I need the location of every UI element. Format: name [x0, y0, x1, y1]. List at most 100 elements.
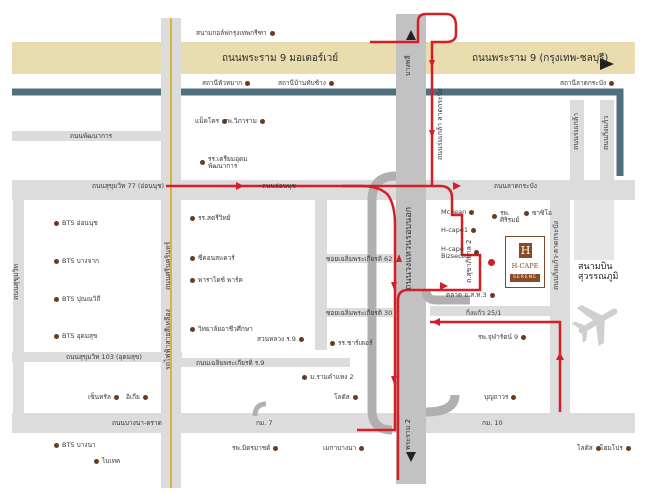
arrow-north-5 [556, 352, 564, 360]
poi-bts-onnut: BTS อ่อนนุช [54, 220, 98, 227]
label-kingkaew: ถนนกิ่งแก้ว [602, 115, 610, 150]
road-sukhumvit [13, 200, 24, 430]
poi-dot [298, 336, 304, 342]
poi-dot [595, 445, 601, 451]
road-phatthanakan [12, 131, 162, 141]
label-onnut: ถนนอ่อนนุช [262, 182, 296, 190]
poi-bts-udomsuk: BTS อุดมสุข [54, 333, 97, 340]
poi-triam: รร.เตรียมอุดมพัฒนาการ [200, 156, 248, 169]
arrow-kanchana-south [406, 452, 416, 462]
label-romklao: ถนนร่มเกล้า [572, 112, 580, 150]
arrow-south-4 [391, 376, 397, 384]
label-soi62: ซอยเฉลิมพระเกียรติ 62 [326, 255, 393, 263]
poi-dot [359, 445, 365, 451]
interchange-loop-west [367, 171, 397, 435]
poi-dot [469, 209, 475, 215]
route-from-bangna [430, 320, 562, 412]
h-letter-icon: H [519, 243, 532, 258]
poi-dot [489, 292, 495, 298]
arrow-south-2 [429, 130, 435, 138]
poi-golf: สนามกอล์ฟกรุงเทพกรีฑา [196, 30, 275, 37]
poi-chaokhun: รพ.จุฬารัตน์ 9 [478, 334, 527, 341]
label-bangphli: บางพลี [404, 55, 412, 76]
poi-dot [521, 334, 527, 340]
airplane-icon [571, 304, 618, 347]
arrow-east-2 [453, 182, 461, 190]
label-bangna-trad: ถนนบางนา-ตราด [112, 419, 162, 427]
poi-dot [473, 250, 479, 255]
poi-dot [352, 394, 358, 400]
poi-paradise: พาราไดซ์ พาร์ค [190, 277, 243, 284]
label-phatthanakan: ถนนพัฒนาการ [70, 132, 113, 140]
poi-bitec: ไบเทค [94, 458, 120, 465]
poi-vibharam: รพ.วิภาราม [224, 118, 265, 125]
poi-bts-bangna: BTS บางนา [54, 442, 96, 449]
arrow-south-1 [429, 60, 435, 68]
poi-sattrisri: รร.สตรีวิทย์ [190, 215, 230, 222]
label-rama2: พระราม 2 [404, 418, 412, 450]
airport-label: สนามบินสุวรรณภูมิ [578, 262, 619, 283]
poi-dot [190, 215, 195, 221]
poi-dot [54, 333, 59, 339]
poi-mega: เมกาบางนา [323, 445, 365, 452]
arrow-south-3 [391, 282, 397, 290]
poi-dot [492, 214, 497, 219]
label-km7: กม. 7 [256, 419, 273, 427]
poi-hcape1: H-cape1 [441, 227, 477, 234]
station-dot [245, 80, 251, 86]
poi-dot [269, 30, 275, 36]
label-km10: กม. 10 [482, 419, 503, 427]
km7-ramp [252, 401, 267, 417]
poi-mcjean: Mc Jean [441, 209, 475, 216]
station-latkrabang: สถานีลาดกระบัง [560, 80, 615, 87]
poi-dot [54, 258, 59, 264]
poi-central-park: ซีคอนสแควร์ [190, 255, 235, 262]
label-sukhumvit77: ถนนสุขุมวิท 77 (อ่อนนุช) [92, 182, 165, 190]
station-dot [328, 80, 334, 86]
poi-boonthavorn: บุญถาวร [484, 394, 517, 401]
poi-dot [222, 118, 228, 124]
poi-lotus: โลตัส [334, 394, 358, 401]
poi-dot [94, 458, 99, 464]
poi-ramkhamhaeng2: ม.รามคำแหง 2 [302, 374, 354, 381]
poi-dot [54, 442, 59, 448]
poi-dot [259, 118, 265, 124]
label-railway: รถไฟฟ้าสายสีเหลือง [164, 309, 172, 370]
arrow-west-6 [432, 318, 440, 326]
road-kingkaew25 [430, 306, 555, 316]
arrow-north-7 [396, 254, 402, 262]
poi-bts-punnawithi: BTS ปุณณวิถี [54, 296, 100, 303]
poi-dot [625, 445, 631, 451]
poi-watcharee: ซาซิโอ [524, 210, 552, 217]
label-kingkaew25: กิ่งแก้ว 25/1 [466, 309, 502, 317]
poi-siriraj: รพ.ศิริรมย์ [492, 210, 519, 223]
poi-suanluang: สวนหลวง ร.9 [257, 336, 304, 343]
poi-dot [524, 210, 529, 216]
label-kanchanaphisek: ถนนวงแหวนรอบนอก [404, 206, 414, 290]
arrow-rama9-east [600, 58, 614, 70]
label-rama9: ถนนพระราม 9 (กรุงเทพ-ชลบุรี) [472, 53, 609, 64]
road-kingkaew [550, 200, 570, 415]
poi-paolo: รพ.มิตรมาชต์ [232, 445, 279, 452]
arrow-east-1 [236, 182, 244, 190]
arrow-east-8 [440, 282, 448, 290]
label-soi-latkrabang: ถนนร่มเกล้า ลาดกระบัง [436, 88, 444, 160]
poi-dot [190, 255, 195, 261]
label-sukhumvit: ถนนสุขุมวิท [12, 263, 20, 300]
hotel-logo[interactable]: H H-CAPE SERENE [505, 236, 545, 288]
poi-makro: แม็คโคร [195, 118, 228, 125]
station-dot [609, 80, 615, 86]
poi-dot [200, 160, 205, 165]
poi-dot [302, 374, 307, 380]
airport-area [574, 200, 614, 260]
poi-dot [511, 394, 517, 400]
label-srinakarin: ถนนศรีนครินทร์ [164, 241, 172, 290]
poi-dot [113, 394, 119, 400]
road-chaloem-ror9 [180, 358, 350, 367]
poi-market: ตลาด อ.ส.ท.3 [446, 292, 495, 299]
arrow-kanchana-north [406, 30, 416, 40]
hotel-location-dot[interactable] [488, 259, 495, 266]
road-bangna-trad [12, 413, 635, 433]
